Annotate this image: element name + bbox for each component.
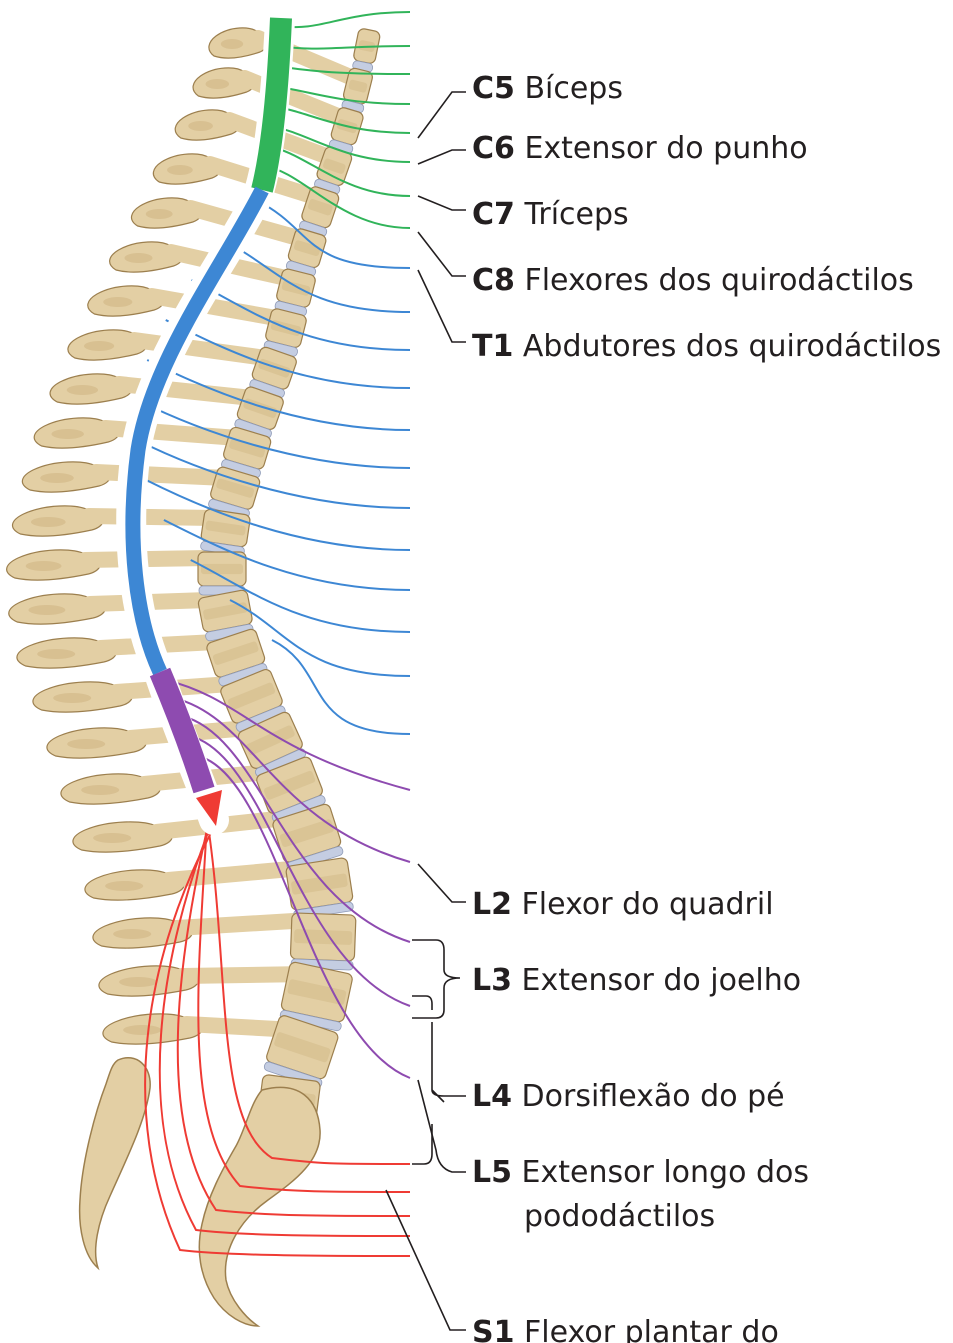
label-t1: T1 Abdutores dos quirodáctilos	[472, 329, 941, 364]
vertebral-body	[351, 28, 381, 73]
label-l4: L4 Dorsiflexão do pé	[472, 1079, 785, 1114]
vertebral-process	[175, 110, 326, 156]
label-s1: S1 Flexor plantar do	[472, 1315, 779, 1343]
vertebral-process	[99, 966, 308, 996]
leader-l4-bracket	[432, 1022, 466, 1102]
label-l2: L2 Flexor do quadril	[472, 887, 774, 922]
leader-c6	[418, 150, 466, 164]
posterior-iliac-crest	[80, 1058, 151, 1268]
vertebral-column	[7, 28, 381, 1326]
leader-s1	[386, 1190, 466, 1330]
label-c8: C8 Flexores dos quirodáctilos	[472, 263, 914, 298]
vertebral-process	[73, 818, 286, 852]
vertebral-process	[9, 594, 208, 624]
vertebral-process	[131, 198, 298, 238]
leader-t1	[418, 270, 466, 342]
vertebral-process	[47, 728, 248, 758]
leader-l2	[418, 864, 466, 902]
cervical-nerve-root	[281, 12, 410, 27]
label-c5: C5 Bíceps	[472, 71, 623, 106]
leader-c8	[418, 232, 466, 276]
leader-c7	[418, 196, 466, 210]
label-leader-lines	[386, 92, 466, 1330]
label-l5: L5 Extensor longo dos	[472, 1155, 809, 1190]
vertebral-body	[198, 552, 246, 595]
label-l5-line2: pododáctilos	[524, 1199, 715, 1234]
label-c6: C6 Extensor do punho	[472, 131, 808, 166]
label-c7: C7 Tríceps	[472, 197, 629, 232]
leader-l5	[418, 1080, 466, 1172]
leader-c5	[418, 92, 466, 138]
vertebral-process	[7, 550, 208, 580]
vertebral-process	[13, 506, 214, 536]
vertebral-process	[17, 638, 216, 668]
thoracic-nerve-root	[272, 640, 410, 734]
leader-l3-small	[412, 996, 432, 1010]
sacrum-coccyx	[199, 1087, 320, 1326]
myotome-labels: C5 Bíceps C6 Extensor do punho C7 Trícep…	[472, 71, 941, 1343]
leader-l3-bracket	[412, 940, 460, 1018]
leader-l5-hook	[412, 1124, 432, 1164]
label-l3: L3 Extensor do joelho	[472, 963, 801, 998]
